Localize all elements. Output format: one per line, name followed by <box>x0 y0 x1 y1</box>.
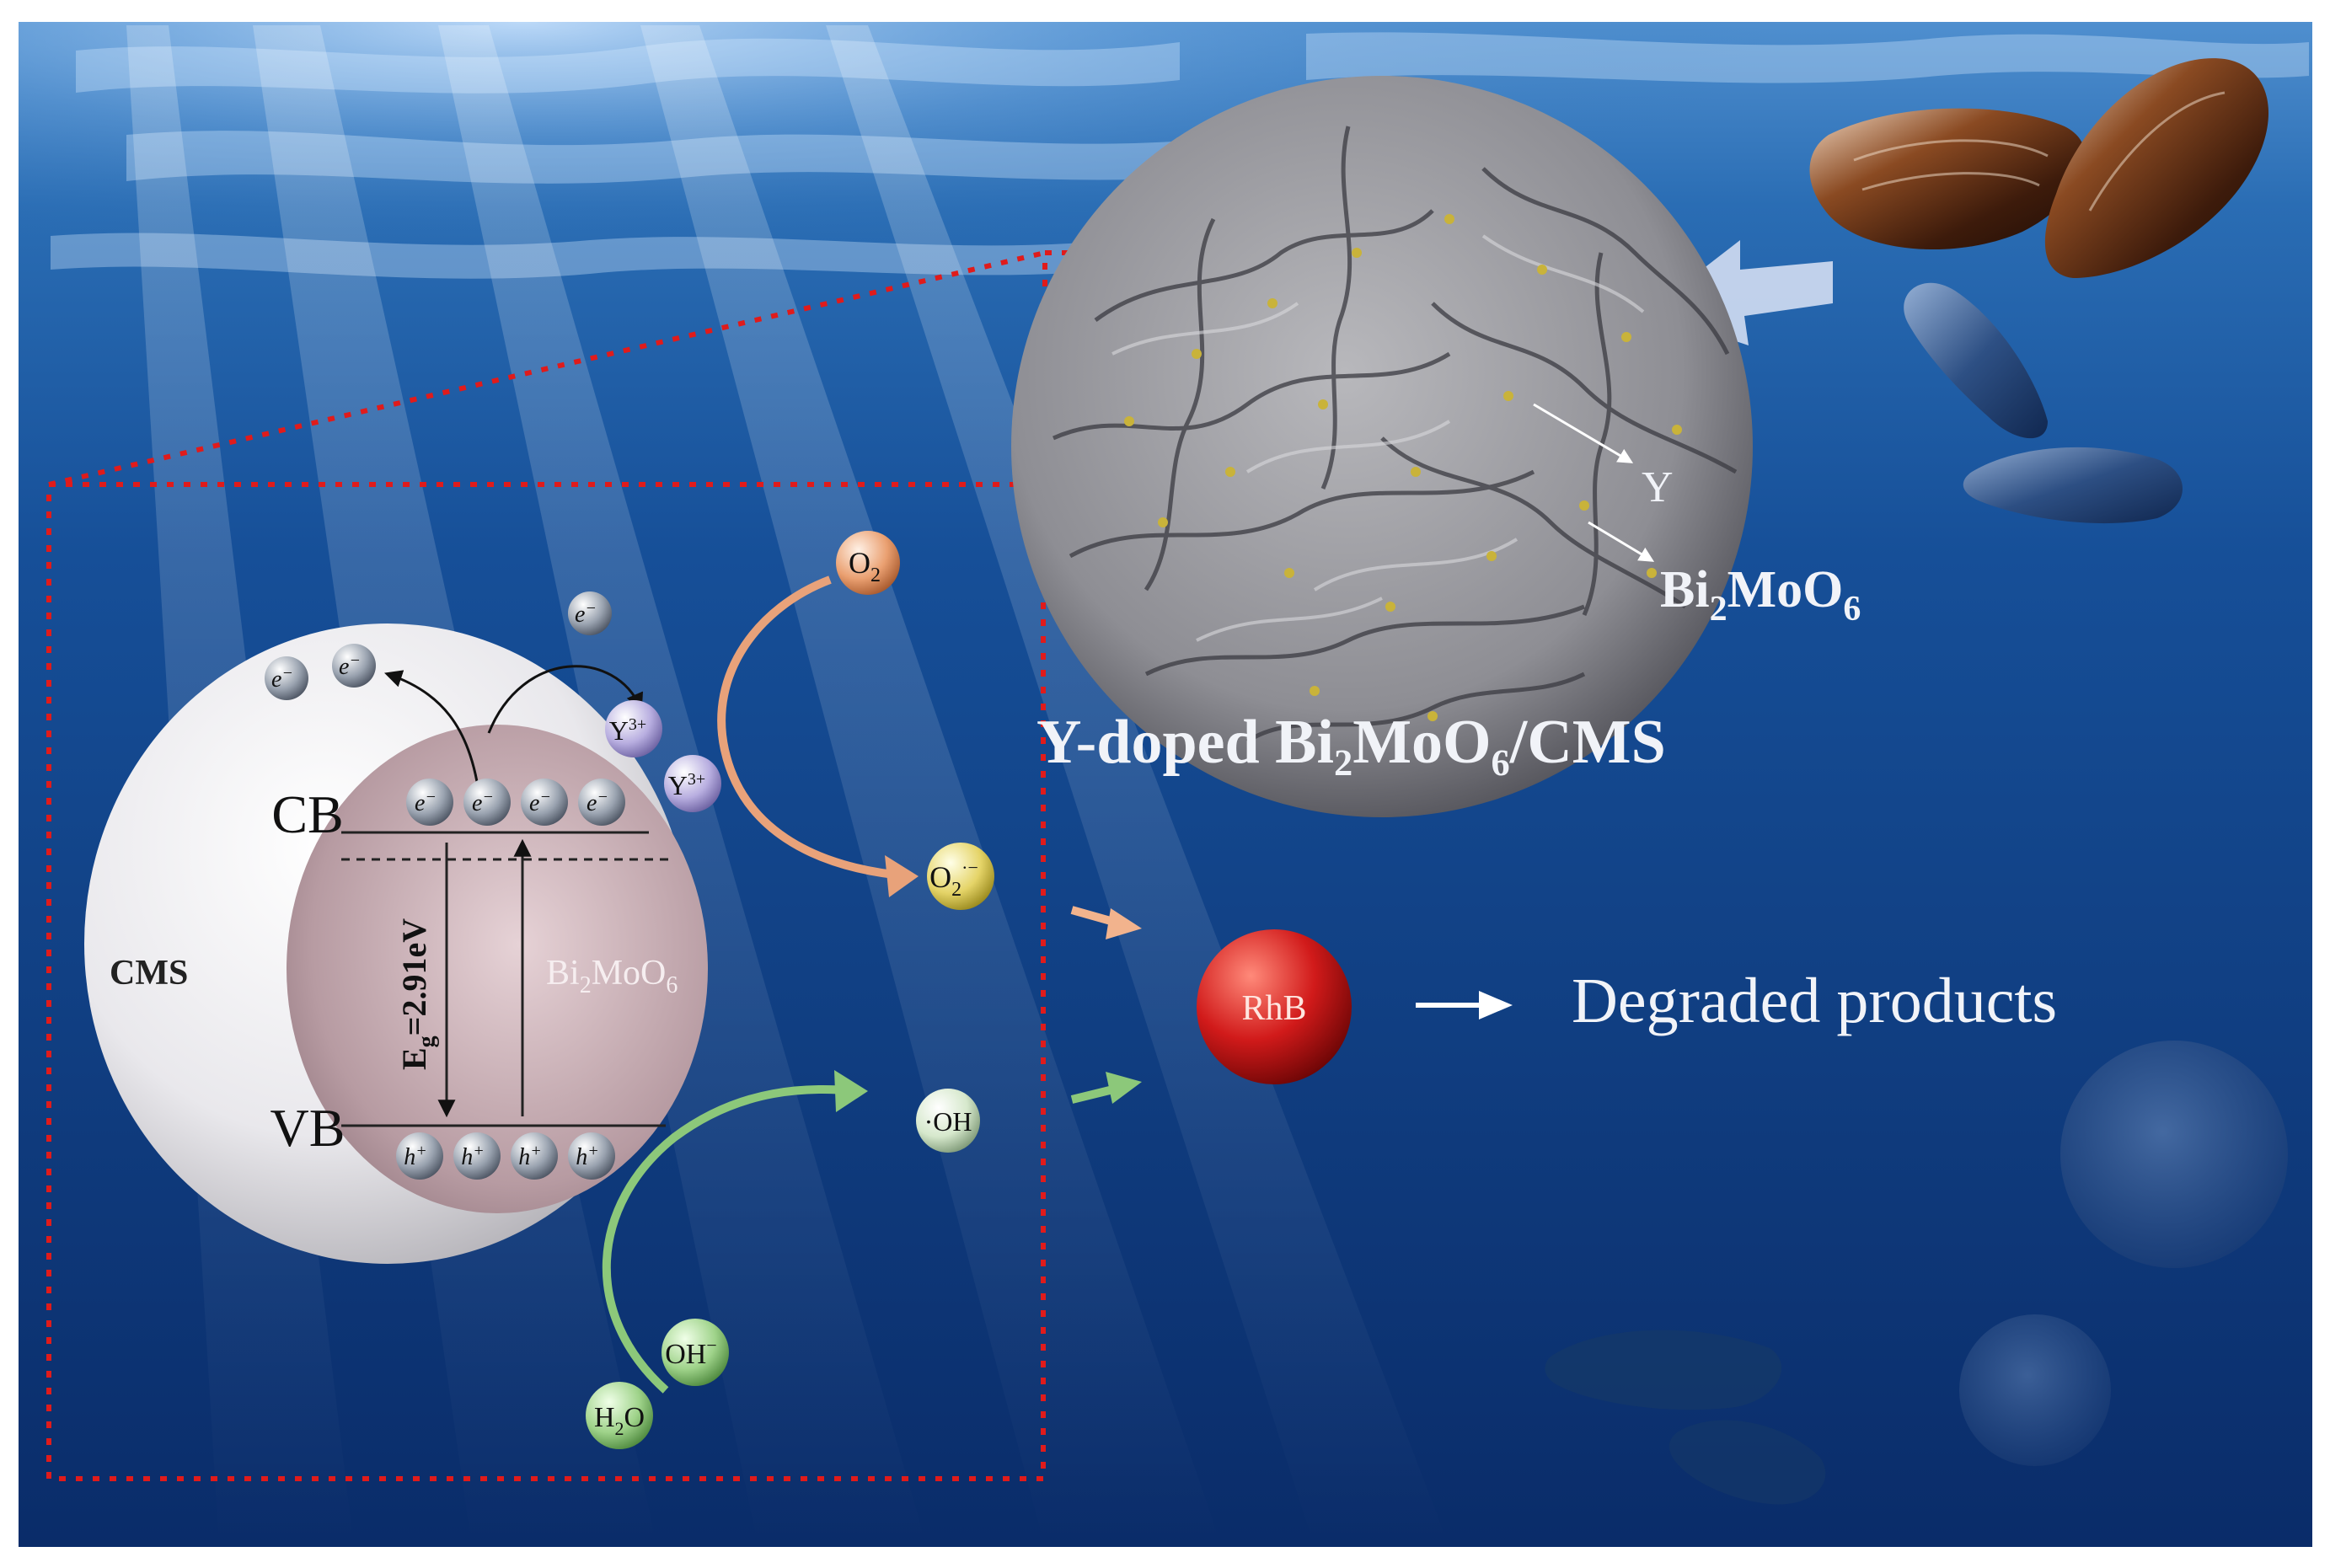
svg-text:e−: e− <box>575 599 597 628</box>
electron-particle: e− <box>463 779 511 826</box>
svg-text:Y3+: Y3+ <box>668 770 705 800</box>
electron-transfer-arrows <box>384 665 644 805</box>
water-molecule: H2O <box>586 1382 653 1449</box>
svg-text:Y3+: Y3+ <box>609 715 646 746</box>
o2-molecule: O2 <box>836 531 900 595</box>
cms-electrons: e− e− e− <box>265 591 612 700</box>
hole-particle: h+ <box>568 1132 615 1180</box>
vb-label: VB <box>270 1098 345 1158</box>
svg-text:e−: e− <box>415 788 437 816</box>
svg-text:h+: h+ <box>461 1142 485 1170</box>
cb-label: CB <box>271 784 343 844</box>
bandgap-label: Eg=2.91eV <box>395 918 440 1070</box>
cb-electrons: e− e− e− e− <box>406 779 625 826</box>
svg-text:e−: e− <box>472 788 494 816</box>
yttrium-ion: Y3+ <box>664 755 721 812</box>
mussel-shells-image <box>1809 58 2269 524</box>
decorative-background-objects <box>1545 1041 2288 1505</box>
hole-particle: h+ <box>511 1132 558 1180</box>
band-diagram <box>341 831 674 1127</box>
degraded-products-label: Degraded products <box>1572 966 2057 1036</box>
zoom-line-left <box>48 250 1046 487</box>
oh-oxidation-arrow <box>603 1070 868 1394</box>
superoxide-to-dye-arrow <box>1070 906 1142 939</box>
electron-particle: e− <box>521 779 568 826</box>
svg-text:O2·−: O2·− <box>929 857 978 901</box>
hydroxyl-to-dye-arrow <box>1070 1072 1142 1104</box>
svg-text:e−: e− <box>271 664 293 693</box>
svg-text:O2: O2 <box>849 546 881 586</box>
svg-text:h+: h+ <box>518 1142 542 1170</box>
hydroxide-ion: OH− <box>662 1319 729 1386</box>
degradation-arrow <box>1416 991 1513 1019</box>
hole-particle: h+ <box>396 1132 443 1180</box>
svg-text:h+: h+ <box>576 1142 599 1170</box>
yttrium-pointer-label: Y <box>1642 463 1674 511</box>
svg-text:e−: e− <box>529 788 551 816</box>
microsphere-image <box>1011 76 1753 817</box>
vb-holes: h+ h+ h+ h+ <box>396 1132 615 1180</box>
hole-particle: h+ <box>453 1132 501 1180</box>
svg-text:·OH: ·OH <box>924 1106 972 1137</box>
bi2moo6-pointer-label: Bi2MoO6 <box>1660 561 1861 629</box>
bi2moo6-particle: Bi2MoO6 <box>287 725 708 1213</box>
bi2moo6-particle-label: Bi2MoO6 <box>546 954 678 998</box>
svg-text:h+: h+ <box>404 1142 427 1170</box>
electron-particle: e− <box>578 779 625 826</box>
svg-text:H2O: H2O <box>594 1402 645 1439</box>
hydroxyl-radical: ·OH <box>916 1089 980 1153</box>
svg-text:OH−: OH− <box>665 1335 717 1370</box>
superoxide-radical: O2·− <box>927 843 994 910</box>
electron-particle: e− <box>406 779 453 826</box>
o2-reduction-arrow <box>717 575 919 897</box>
yttrium-ions: Y3+ Y3+ <box>605 700 721 812</box>
electron-particle: e− <box>265 656 308 700</box>
electron-particle: e− <box>332 644 376 688</box>
svg-text:RhB: RhB <box>1241 989 1306 1028</box>
cms-label: CMS <box>110 954 188 993</box>
svg-text:e−: e− <box>587 788 608 816</box>
rhb-dye-molecule: RhB <box>1197 929 1352 1084</box>
composite-title: Y-doped Bi₂MoO₆/CMS <box>1036 708 1666 777</box>
electron-particle: e− <box>568 591 612 635</box>
svg-text:e−: e− <box>339 651 361 680</box>
yttrium-ion: Y3+ <box>605 700 662 757</box>
